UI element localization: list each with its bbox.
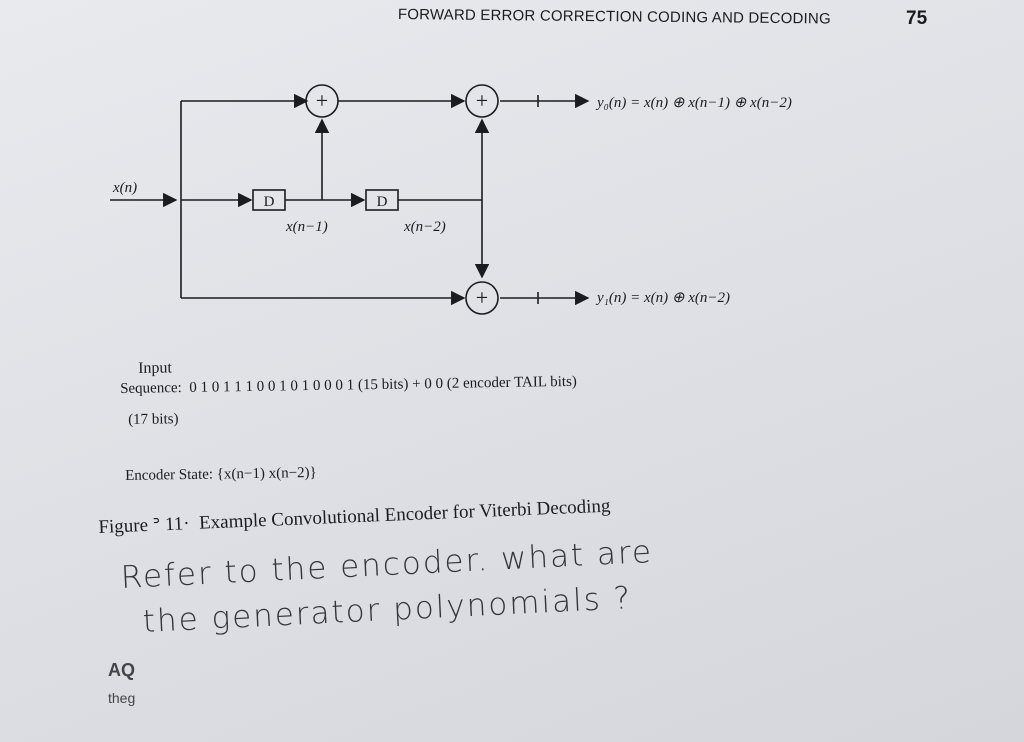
adder-2-symbol: + (476, 88, 488, 113)
delay-1-label: D (264, 194, 275, 210)
delay-2-label: D (377, 194, 388, 210)
sequence-label: Sequence: (120, 380, 182, 397)
tap1-label: x(n−1) (285, 219, 328, 235)
adder-circle-3 (465, 281, 499, 315)
input-signal-label: x(n) (112, 180, 137, 196)
tap2-label: x(n−2) (403, 219, 446, 235)
encoder-state: Encoder State: {x(n−1) x(n−2)} (125, 464, 317, 484)
adder-circle-1 (305, 84, 339, 118)
bits-total: (17 bits) (128, 411, 179, 428)
adder-circle-2 (465, 84, 499, 118)
page-number: 75 (906, 8, 928, 29)
margin-note-1: AQ (108, 660, 135, 680)
output0-equation: y₀(n) = x(n) ⊕ x(n−1) ⊕ x(n−2) (595, 95, 792, 111)
adder-1-symbol: + (316, 88, 328, 113)
output1-equation: y₁(n) = x(n) ⊕ x(n−2) (595, 290, 730, 306)
adder-3-symbol: + (476, 285, 488, 310)
input-sequence: 0 1 0 1 1 1 0 0 1 0 1 0 0 0 1 (189, 377, 355, 396)
margin-note-2: theg (108, 690, 136, 706)
sequence-note: (15 bits) + 0 0 (2 encoder TAIL bits) (357, 373, 577, 394)
input-label: Input (138, 359, 173, 377)
